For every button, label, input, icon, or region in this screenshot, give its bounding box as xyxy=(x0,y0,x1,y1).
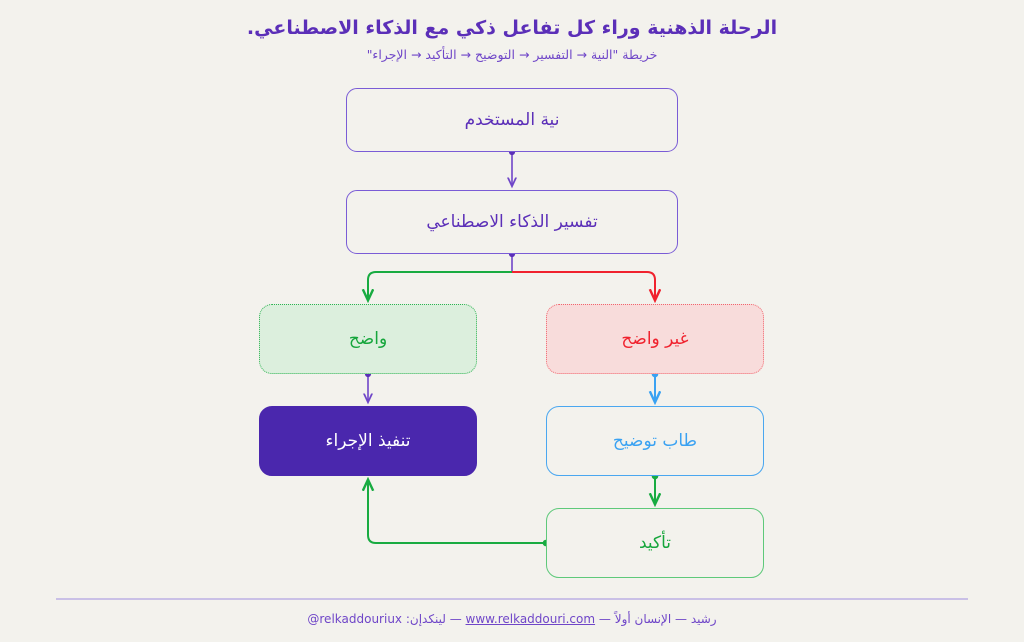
footer-linkedin-label: لينكدإن: xyxy=(405,612,446,626)
header: الرحلة الذهنية وراء كل تفاعل ذكي مع الذك… xyxy=(0,0,1024,63)
footer-divider xyxy=(56,598,968,600)
node-confirmation[interactable]: تأكيد xyxy=(546,508,764,578)
node-unclear[interactable]: غير واضح xyxy=(546,304,764,374)
node-ai-interpretation[interactable]: تفسير الذكاء الاصطناعي xyxy=(346,190,678,254)
node-request-clarification[interactable]: طاب توضيح xyxy=(546,406,764,476)
footer-website-link[interactable]: www.relkaddouri.com xyxy=(465,612,596,626)
footer-linkedin-handle[interactable]: @relkaddouriux xyxy=(307,612,403,626)
node-clear[interactable]: واضح xyxy=(259,304,477,374)
edge-interpret-to-clear xyxy=(368,250,516,300)
footer-separator-1: — xyxy=(598,612,611,626)
page-title: الرحلة الذهنية وراء كل تفاعل ذكي مع الذك… xyxy=(246,17,778,39)
edge-clarify-to-confirm xyxy=(652,472,659,504)
footer-author: رشيد — الإنسان أولاً xyxy=(614,612,717,626)
edge-confirm-to-action xyxy=(368,480,550,547)
footer: رشيد — الإنسان أولاً — www.relkaddouri.c… xyxy=(0,612,1024,626)
edge-clear-to-action xyxy=(365,370,371,402)
node-execute-action[interactable]: تنفيذ الإجراء xyxy=(259,406,477,476)
node-user-intent[interactable]: نية المستخدم xyxy=(346,88,678,152)
edge-intent-to-interpret xyxy=(509,148,515,186)
page-subtitle: خريطة "النية → التفسير → التوضيح → التأك… xyxy=(366,46,658,62)
edge-unclear-to-clarify xyxy=(652,370,659,402)
edge-interpret-to-unclear xyxy=(512,271,655,300)
footer-separator-2: — xyxy=(449,612,462,626)
